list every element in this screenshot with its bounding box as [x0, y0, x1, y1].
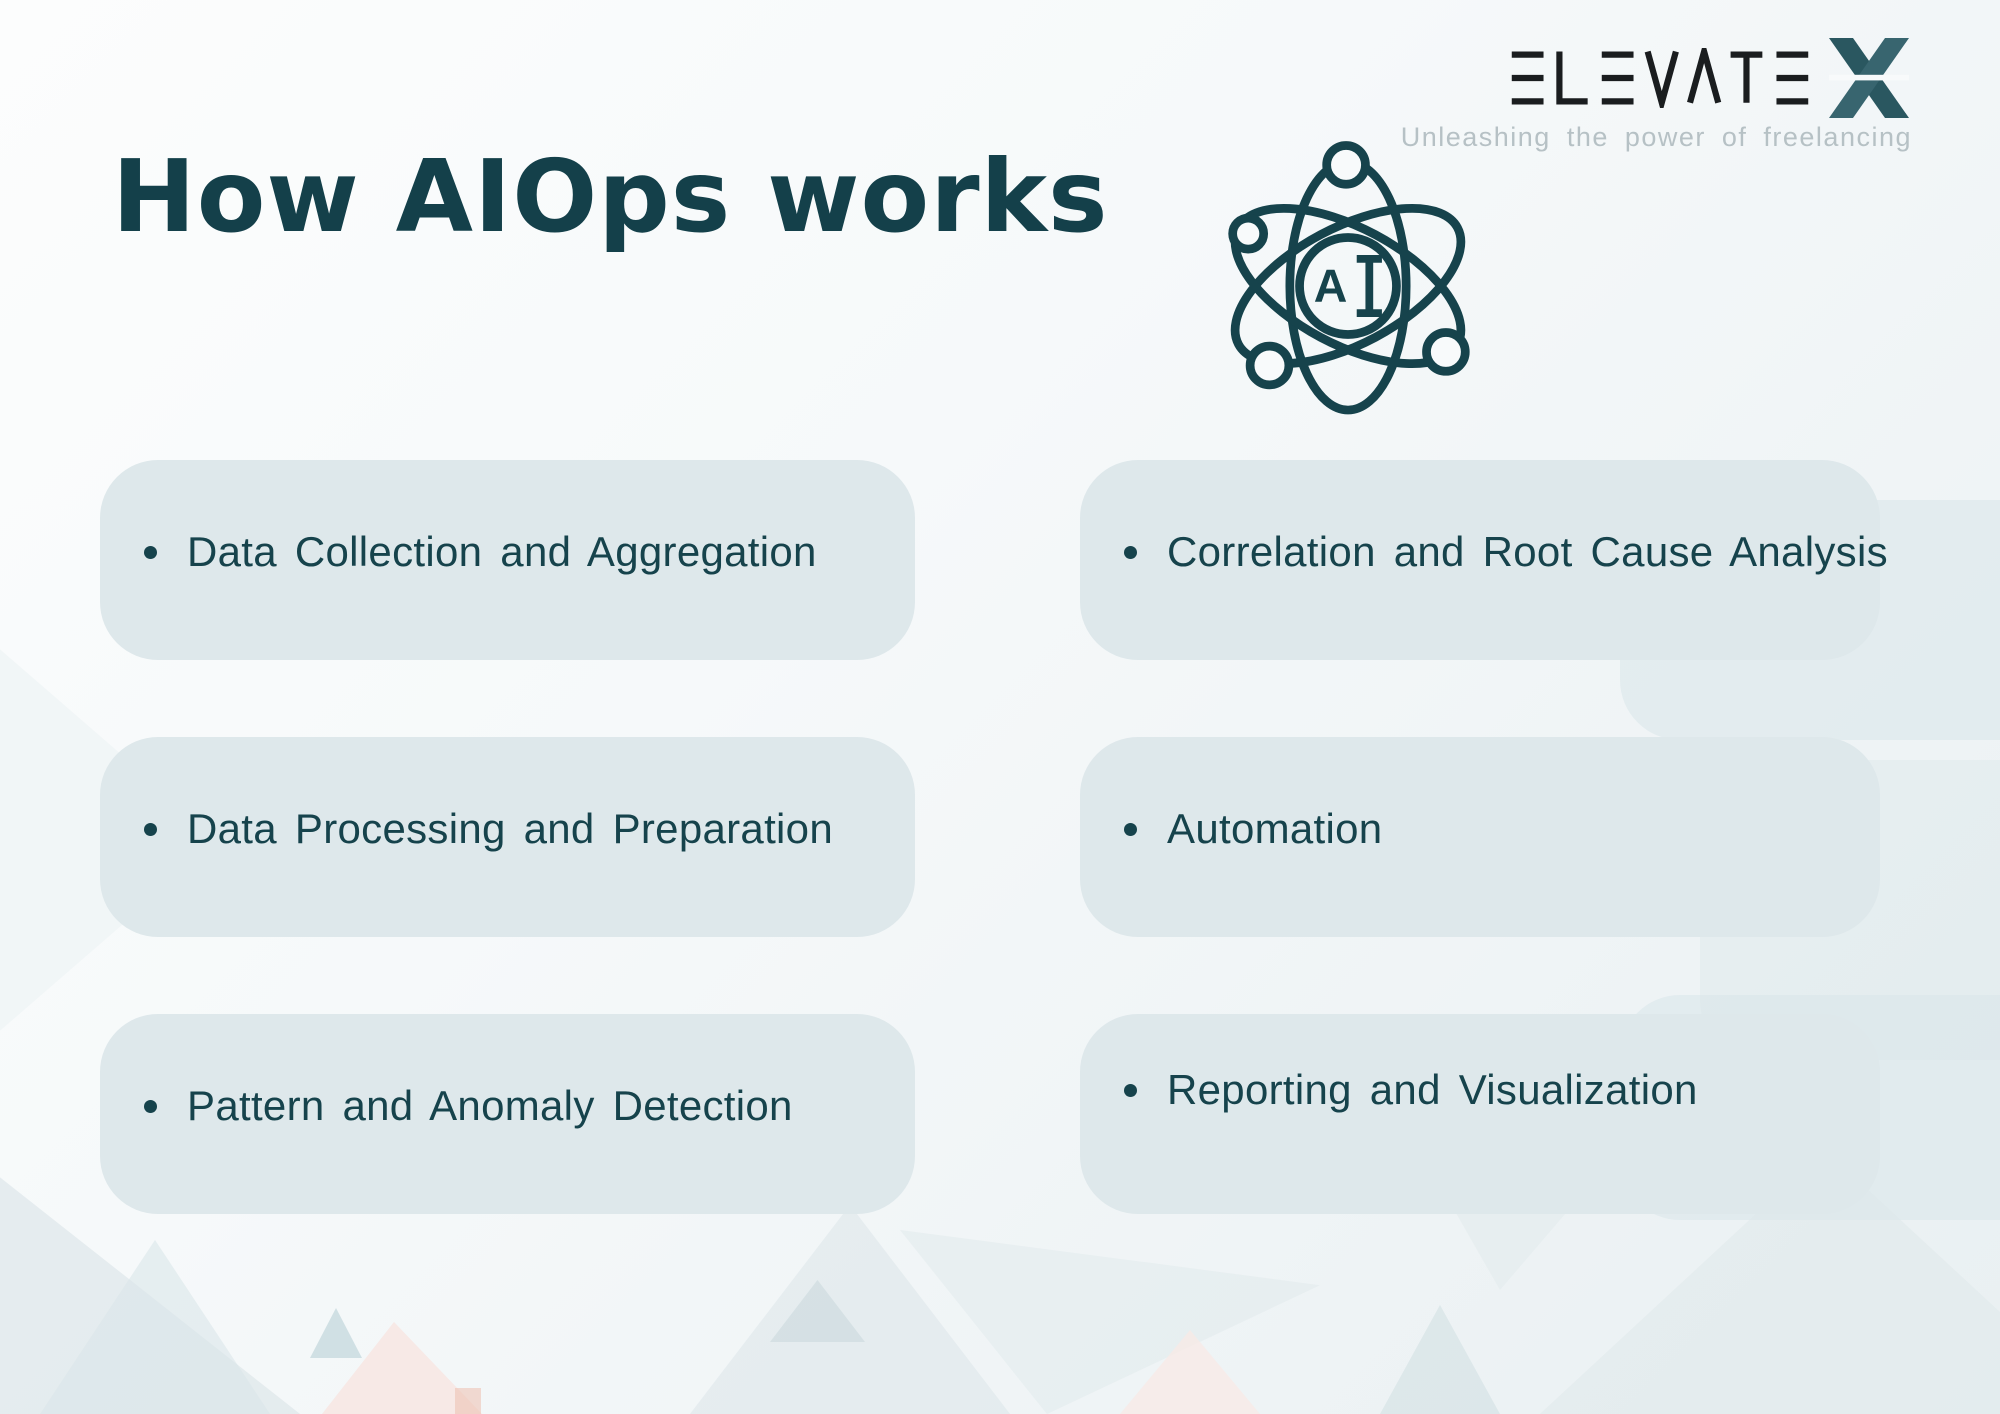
card-correlation: Correlation and Root Cause Analysis: [1080, 460, 1888, 660]
card-label: Data Collection and Aggregation: [187, 528, 817, 575]
bullet-icon: [144, 1099, 157, 1113]
card-pattern-anomaly: Pattern and Anomaly Detection: [100, 1014, 915, 1214]
card-label: Correlation and Root Cause Analysis: [1167, 528, 1888, 575]
card-label: Automation: [1167, 805, 1383, 852]
deco-triangle: [900, 1230, 1320, 1414]
x-logo-icon: [1829, 38, 1909, 118]
elevatex-logo: Unleashing the power of freelancing: [1401, 38, 1912, 153]
elevate-wordmark-icon: [1511, 48, 1809, 108]
card-label: Reporting and Visualization: [1167, 1066, 1698, 1113]
card-label: Data Processing and Preparation: [187, 805, 833, 852]
bullet-icon: [1124, 545, 1137, 559]
deco-triangle: [310, 1308, 362, 1358]
deco-triangle: [1380, 1305, 1500, 1414]
card-data-collection: Data Collection and Aggregation: [100, 460, 915, 660]
bullet-icon: [1124, 822, 1137, 836]
deco-square: [455, 1388, 481, 1414]
card-label: Pattern and Anomaly Detection: [187, 1082, 793, 1129]
deco-triangle: [770, 1280, 865, 1342]
brand-tagline: Unleashing the power of freelancing: [1400, 122, 1912, 152]
card-reporting: Reporting and Visualization: [1080, 1014, 1880, 1214]
deco-triangle: [1120, 1330, 1260, 1414]
card-data-processing: Data Processing and Preparation: [100, 737, 915, 937]
bullet-icon: [144, 545, 157, 559]
deco-triangle: [40, 1240, 270, 1414]
page-title: How AIOps works: [112, 138, 1109, 255]
deco-triangle: [322, 1322, 482, 1414]
cards-grid: Data Collection and Aggregation Correlat…: [100, 460, 1888, 1214]
ai-atom-icon: A: [1228, 141, 1470, 415]
deco-triangle: [690, 1205, 1010, 1414]
bullet-icon: [144, 822, 157, 836]
card-automation: Automation: [1080, 737, 1880, 937]
bullet-icon: [1124, 1083, 1137, 1097]
ai-icon-label: A: [1314, 260, 1348, 312]
